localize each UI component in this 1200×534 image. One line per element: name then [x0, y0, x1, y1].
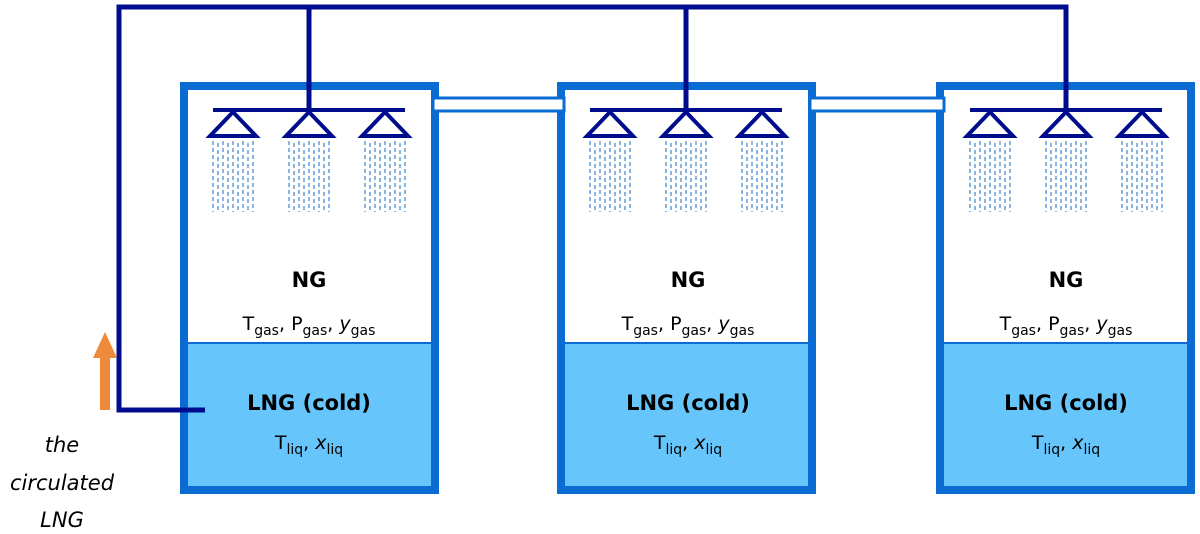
gas-label-1: NG [292, 268, 327, 292]
liquid-properties-2: Tliq, xliq [653, 432, 722, 458]
tank-2: NG Tgas, Pgas, ygas LNG (cold) Tliq, xli… [557, 82, 816, 494]
gas-properties-3: Tgas, Pgas, ygas [999, 313, 1133, 339]
spray-droplets [1121, 141, 1163, 212]
gas-properties-1: Tgas, Pgas, ygas [242, 313, 376, 339]
spray-droplets [288, 141, 330, 212]
spray-nozzle-icon [962, 109, 1018, 138]
liquid-region-2 [561, 343, 812, 490]
spray-nozzle-icon [734, 109, 790, 138]
spray-droplets [665, 141, 707, 212]
spray-droplets [212, 141, 254, 212]
liquid-label-1: LNG (cold) [247, 391, 371, 415]
caption-line-1: the [45, 433, 79, 457]
spray-droplets [364, 141, 406, 212]
pipe-main-loop [116, 4, 1069, 413]
spray-system [205, 108, 1170, 212]
liquid-properties-3: Tliq, xliq [1031, 432, 1100, 458]
gas-properties-2: Tgas, Pgas, ygas [621, 313, 755, 339]
gas-label-2: NG [671, 268, 706, 292]
spray-nozzle-icon [1114, 109, 1170, 138]
tank-3: NG Tgas, Pgas, ygas LNG (cold) Tliq, xli… [936, 82, 1195, 494]
liquid-label-2: LNG (cold) [626, 391, 750, 415]
spray-nozzle-icon [582, 109, 638, 138]
spray-header-3 [962, 108, 1170, 212]
circulation-pipe [116, 4, 1069, 413]
spray-droplets [969, 141, 1011, 212]
spray-droplets [741, 141, 783, 212]
arrow-shaft [100, 356, 110, 410]
spray-header-1 [205, 108, 413, 212]
spray-nozzle-icon [1038, 109, 1094, 138]
spray-droplets [589, 141, 631, 212]
caption-line-2: circulated [10, 471, 115, 495]
liquid-properties-1: Tliq, xliq [274, 432, 343, 458]
liquid-region-3 [940, 343, 1191, 490]
vapor-connector-2-3 [808, 96, 946, 113]
arrow-head [93, 332, 117, 358]
tank-1: NG Tgas, Pgas, ygas LNG (cold) Tliq, xli… [180, 82, 439, 494]
spray-droplets [1045, 141, 1087, 212]
liquid-label-3: LNG (cold) [1004, 391, 1128, 415]
spray-nozzle-icon [281, 109, 337, 138]
caption-line-3: LNG [40, 508, 84, 532]
liquid-region-1 [184, 343, 435, 490]
vapor-connector-1-2 [431, 96, 566, 113]
spray-header-2 [582, 108, 790, 212]
up-arrow-icon [93, 332, 117, 410]
spray-nozzle-icon [658, 109, 714, 138]
gas-label-3: NG [1049, 268, 1084, 292]
spray-nozzle-icon [357, 109, 413, 138]
spray-nozzle-icon [205, 109, 261, 138]
